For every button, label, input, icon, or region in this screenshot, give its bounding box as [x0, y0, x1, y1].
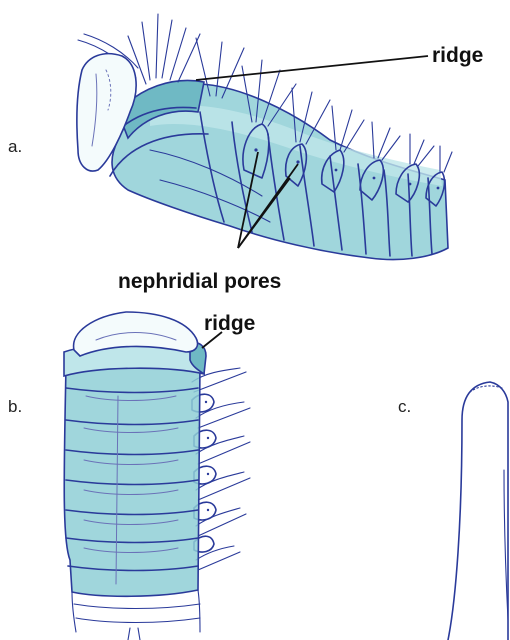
panel-c-seta — [448, 382, 508, 640]
panel-b-ridge-label: ridge — [204, 312, 255, 335]
panel-a-letter: a. — [8, 137, 22, 156]
panel-c-letter: c. — [398, 397, 411, 416]
panel-c-drawing — [448, 382, 508, 640]
panel-b-drawing — [64, 312, 250, 640]
panel-a-pores-label: nephridial pores — [118, 270, 281, 293]
panel-a-ridge-label: ridge — [432, 44, 483, 67]
panel-b-body — [64, 360, 200, 597]
panel-a-drawing — [77, 14, 452, 260]
panel-b-letter: b. — [8, 397, 22, 416]
